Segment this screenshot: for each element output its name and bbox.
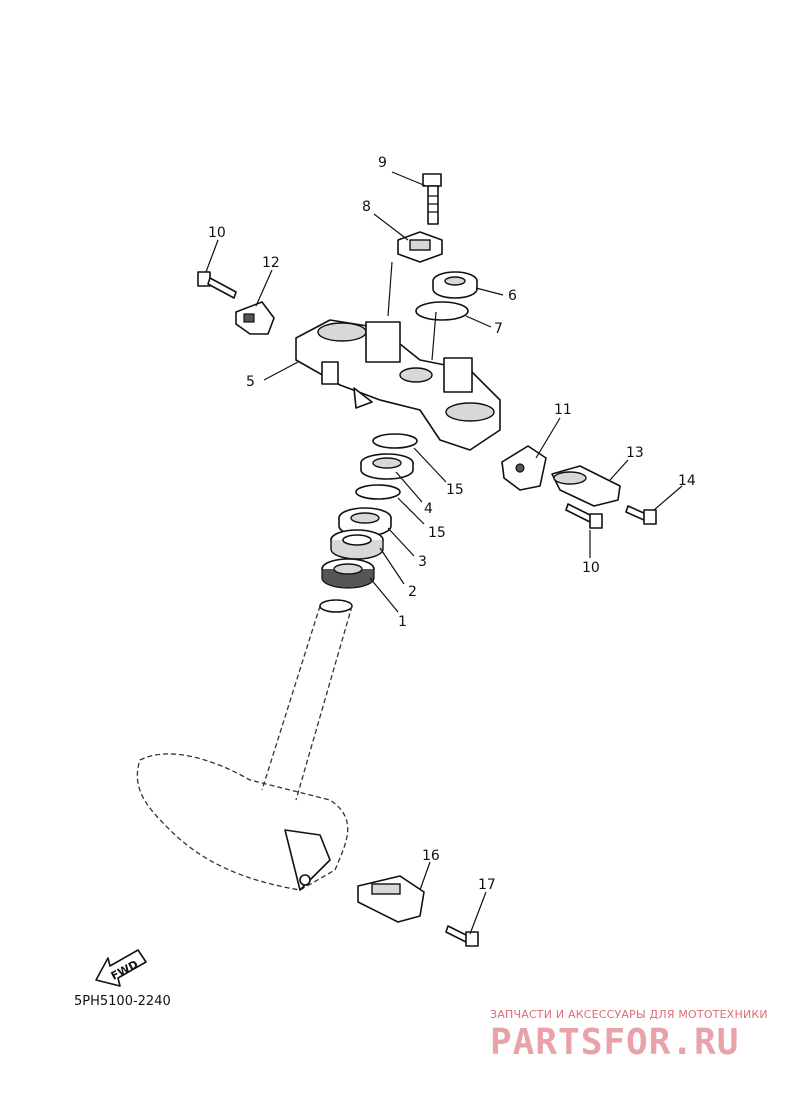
part-8-cap — [397, 231, 443, 263]
callout-16: 16 — [422, 848, 440, 864]
watermark-brand: PARTSFOR.RU — [490, 1022, 740, 1063]
callout-10-left: 10 — [208, 225, 226, 241]
part-11-holder — [501, 445, 547, 491]
part-15-washer-upper — [372, 433, 418, 449]
callout-6: 6 — [508, 288, 517, 304]
part-13-clamp — [551, 465, 621, 507]
callout-13: 13 — [626, 445, 644, 461]
part-7-washer — [415, 301, 469, 321]
part-9-bolt — [422, 173, 442, 225]
callout-10-right: 10 — [582, 560, 600, 576]
callout-labels: 9 8 10 12 6 7 5 11 13 14 15 4 15 3 10 2 … — [208, 155, 696, 893]
part-17-bolt — [445, 925, 479, 947]
leader-lines — [205, 171, 683, 935]
callout-12: 12 — [262, 255, 280, 271]
part-6-nut — [432, 271, 478, 299]
part-14-bolt — [625, 505, 657, 525]
callout-3: 3 — [418, 554, 427, 570]
callout-7: 7 — [494, 321, 503, 337]
callout-14: 14 — [678, 473, 696, 489]
callout-8: 8 — [362, 199, 371, 215]
part-16-lower-clamp — [357, 875, 425, 923]
callout-4: 4 — [424, 501, 433, 517]
callout-1: 1 — [398, 614, 407, 630]
part-5-upper-bracket — [295, 319, 501, 451]
callout-15-upper: 15 — [446, 482, 464, 498]
part-10-bolt-left — [197, 271, 237, 299]
part-12-clamp — [235, 301, 275, 335]
part-4-ring-nut — [360, 453, 414, 480]
steering-stem — [136, 599, 353, 891]
callout-2: 2 — [408, 584, 417, 600]
diagram-code: 5PH5100-2240 — [74, 994, 171, 1009]
watermark-tagline: ЗАПЧАСТИ И АКСЕССУАРЫ ДЛЯ МОТОТЕХНИКИ — [490, 1008, 768, 1021]
part-10-bolt-right — [565, 503, 603, 529]
fwd-arrow-icon: FWD — [95, 949, 147, 987]
callout-11: 11 — [554, 402, 572, 418]
part-2-bearing — [330, 529, 384, 560]
callout-9: 9 — [378, 155, 387, 171]
callout-5: 5 — [246, 374, 255, 390]
part-15-washer-lower — [355, 484, 401, 500]
callout-17: 17 — [478, 877, 496, 893]
callout-15-lower: 15 — [428, 525, 446, 541]
part-1-race — [321, 558, 375, 589]
